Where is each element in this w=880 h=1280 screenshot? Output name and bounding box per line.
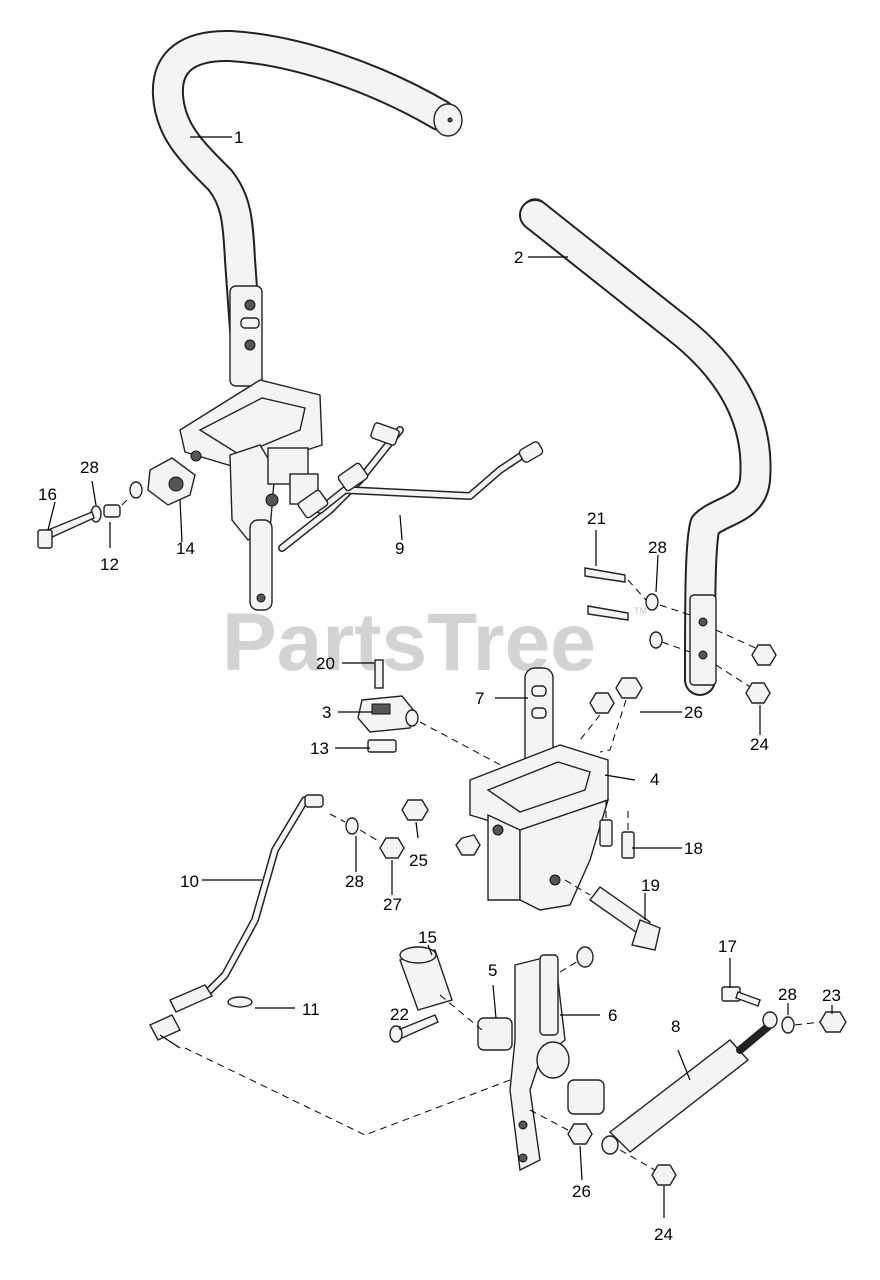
lower-assembly <box>389 946 847 1186</box>
callout-2: 2 <box>514 248 523 267</box>
callout-3: 3 <box>322 703 331 722</box>
callout-4: 4 <box>650 770 659 789</box>
callout-28-upper-right: 28 <box>648 538 667 557</box>
callout-28-lower: 28 <box>778 985 797 1004</box>
callout-23: 23 <box>822 986 841 1005</box>
callout-22: 22 <box>390 1005 409 1024</box>
callout-1: 1 <box>234 128 243 147</box>
callout-labels: 1 2 3 4 5 6 7 8 9 10 11 12 13 14 15 16 1… <box>38 128 841 1244</box>
watermark-trademark: TM <box>634 606 647 616</box>
callout-28-upper-left: 28 <box>80 458 99 477</box>
callout-14: 14 <box>176 539 195 558</box>
callout-24-upper: 24 <box>750 735 769 754</box>
leader-lines <box>47 136 833 1218</box>
callout-17: 17 <box>718 937 737 956</box>
callout-6: 6 <box>608 1006 617 1025</box>
part-10-rod-assembly <box>149 794 511 1136</box>
callout-9: 9 <box>395 539 404 558</box>
callout-20: 20 <box>316 654 335 673</box>
callout-21: 21 <box>587 509 606 528</box>
callout-19: 19 <box>641 876 660 895</box>
callout-15: 15 <box>418 928 437 947</box>
middle-assembly <box>357 659 661 951</box>
callout-10: 10 <box>180 872 199 891</box>
callout-26-lower: 26 <box>572 1182 591 1201</box>
callout-25: 25 <box>409 851 428 870</box>
callout-8: 8 <box>671 1017 680 1036</box>
callout-7: 7 <box>475 689 484 708</box>
callout-5: 5 <box>488 961 497 980</box>
callout-26-upper: 26 <box>684 703 703 722</box>
callout-16: 16 <box>38 485 57 504</box>
callout-24-lower: 24 <box>654 1225 673 1244</box>
callout-18: 18 <box>684 839 703 858</box>
callout-13: 13 <box>310 739 329 758</box>
callout-12: 12 <box>100 555 119 574</box>
callout-27: 27 <box>383 895 402 914</box>
upper-left-assembly <box>37 379 544 611</box>
part-1-left-handle <box>151 29 463 387</box>
callout-28-middle: 28 <box>345 872 364 891</box>
part-2-right-handle <box>519 198 777 704</box>
callout-11: 11 <box>302 1000 320 1019</box>
